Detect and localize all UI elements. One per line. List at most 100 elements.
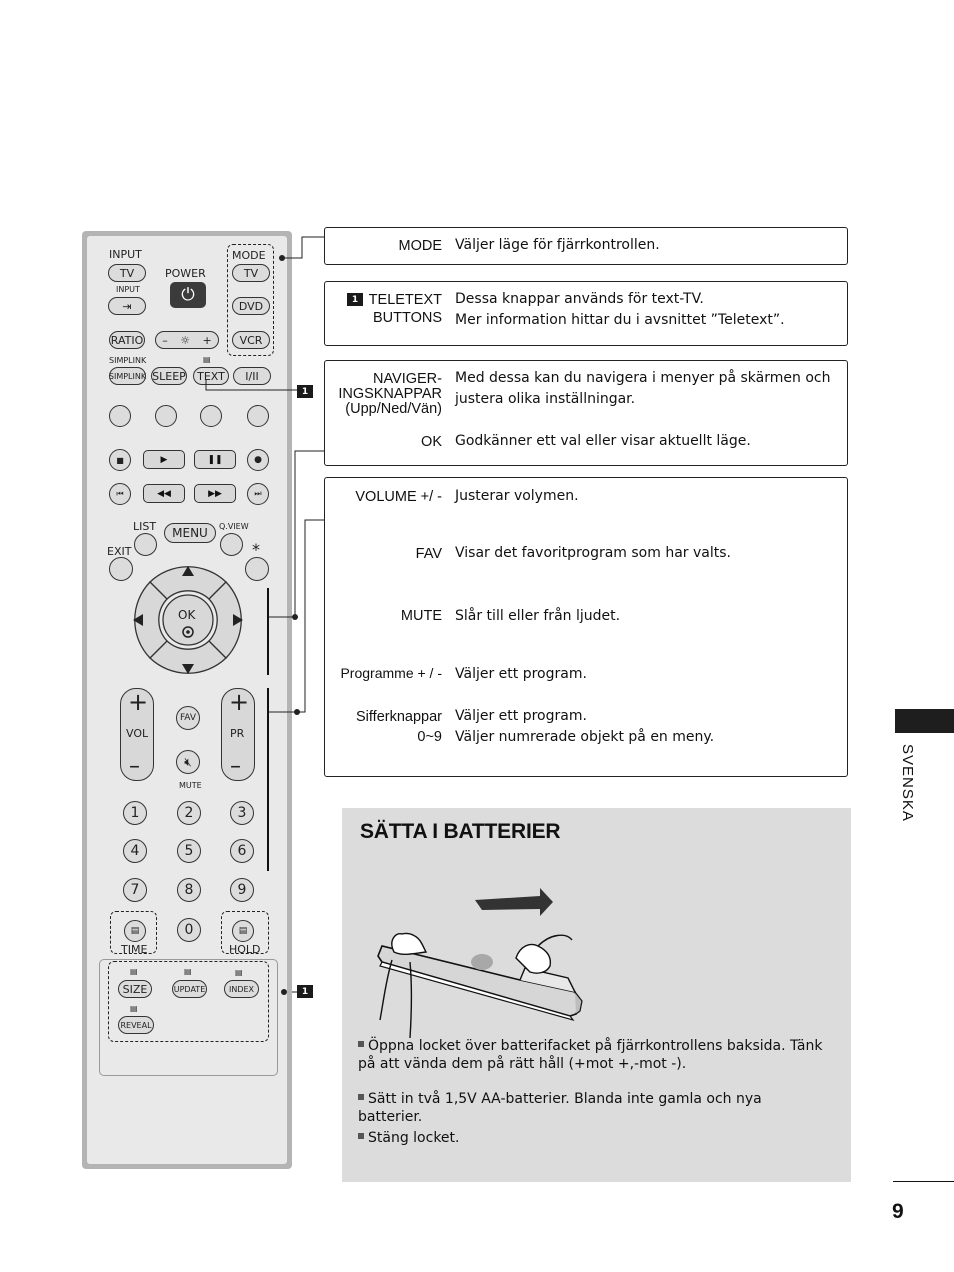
digit-1-button: 1 xyxy=(123,801,147,825)
stop-button: ■ xyxy=(109,449,131,471)
exit-button xyxy=(109,557,133,581)
fav-button: FAV xyxy=(176,706,200,730)
index-button: INDEX xyxy=(224,980,259,998)
star-button xyxy=(245,557,269,581)
time-icon: ▤ xyxy=(130,926,140,936)
pause-button: ❚❚ xyxy=(194,450,236,469)
digit-3-button: 3 xyxy=(230,801,254,825)
qview-label: Q.VIEW xyxy=(219,522,249,531)
size-icon: ▤ xyxy=(130,967,138,976)
volume-desc: Justerar volymen. xyxy=(455,488,579,504)
right-hand-icon xyxy=(515,943,552,974)
green-key xyxy=(155,405,177,427)
left-hand-icon xyxy=(391,932,428,955)
teletext-group-outline xyxy=(108,961,269,1042)
slide-arrow-icon xyxy=(475,888,553,916)
right-arrow-icon xyxy=(233,614,243,626)
battery-title: SÄTTA I BATTERIER xyxy=(360,820,561,843)
nav-left-button xyxy=(134,581,168,659)
teletext-marker: 1 xyxy=(297,385,313,398)
nav-bracket-line xyxy=(267,588,269,675)
mute-button: 🔇︎ xyxy=(176,750,200,774)
mute-key: MUTE xyxy=(400,608,442,624)
sleep-button: SLEEP xyxy=(151,367,187,385)
qview-button xyxy=(220,533,243,556)
language-label: SVENSKA xyxy=(899,744,916,822)
time-group-outline xyxy=(110,911,157,954)
battery-bullet-2: Sätt in två 1,5V AA-batterier. Blanda in… xyxy=(358,1091,762,1125)
update-button: UPDATE xyxy=(172,980,207,998)
nav-key-2: INGSKNAPPAR xyxy=(338,386,442,402)
digit-0-button: 0 xyxy=(177,918,201,942)
nav-key-3: (Upp/Ned/Vän) xyxy=(345,401,442,417)
mode-desc: Väljer läge för fjärrkontrollen. xyxy=(455,237,660,253)
teletext-desc-1: Dessa knappar används för text-TV. xyxy=(455,291,704,307)
fast-forward-button: ▶▶ xyxy=(194,484,236,503)
nav-right-button xyxy=(208,581,242,659)
mute-icon: 🔇︎ xyxy=(184,754,192,769)
power-button: ⏻ xyxy=(170,282,206,308)
mode-key: MODE xyxy=(398,238,443,254)
ratio-button: RATIO xyxy=(109,331,145,349)
hold-label: HOLD xyxy=(229,943,261,956)
mute-desc: Slår till eller från ljudet. xyxy=(455,608,621,624)
siffer-desc-2: Väljer numrerade objekt på en meny. xyxy=(455,729,715,745)
menu-button: MENU xyxy=(164,523,216,543)
nav-key-1: NAVIGER- xyxy=(372,371,442,387)
mode-box: MODE Väljer läge för fjärrkontrollen. xyxy=(324,227,848,265)
reveal-icon: ▤ xyxy=(130,1004,138,1013)
simplink-button: SIMPLINK xyxy=(109,367,146,385)
teletext-box: 1 TELETEXT BUTTONS Dessa knappar används… xyxy=(324,281,848,346)
siffer-desc-1: Väljer ett program. xyxy=(455,708,587,724)
programme-desc: Väljer ett program. xyxy=(455,666,587,682)
vol-plus: + xyxy=(128,688,149,716)
power-label: POWER xyxy=(165,267,206,280)
brightness-button: – ☼ + xyxy=(155,331,219,349)
exit-label: EXIT xyxy=(107,545,132,558)
i-ii-button: I/II xyxy=(233,367,271,385)
teletext-key-1: TELETEXT xyxy=(368,292,442,308)
text-button: TEXT xyxy=(193,367,229,385)
battery-cover-illustration xyxy=(377,888,583,1039)
digit-2-button: 2 xyxy=(177,801,201,825)
pr-label: PR xyxy=(230,727,245,740)
digit-9-button: 9 xyxy=(230,878,254,902)
fav-desc: Visar det favoritprogram som har valts. xyxy=(455,545,731,561)
next-button: ⏭ xyxy=(247,483,269,505)
navigation-box: NAVIGER- INGSKNAPPAR (Upp/Ned/Vän) Med d… xyxy=(324,360,848,466)
input-button: ⇥ xyxy=(108,297,146,315)
mode-vcr-button: VCR xyxy=(232,331,270,349)
vol-label: VOL xyxy=(126,727,149,740)
index-icon: ▤ xyxy=(235,968,243,977)
mode-tv-button: TV xyxy=(232,264,270,282)
teletext-box-marker: 1 xyxy=(347,293,363,306)
stop-icon: ■ xyxy=(116,455,124,465)
rewind-icon: ◀◀ xyxy=(157,488,171,499)
yellow-key xyxy=(200,405,222,427)
teletext-desc-2: Mer information hittar du i avsnittet ”T… xyxy=(455,312,785,328)
programme-rocker xyxy=(221,688,255,781)
record-button: ● xyxy=(247,449,269,471)
battery-section: SÄTTA I BATTERIER Öppna locket över batt… xyxy=(342,808,851,1182)
digit-6-button: 6 xyxy=(230,839,254,863)
simplink-logo: SIMPLINK xyxy=(109,356,147,365)
vol-bracket-line xyxy=(267,688,269,871)
volume-key: VOLUME +/ - xyxy=(355,489,442,505)
hold-icon: ▤ xyxy=(238,926,248,936)
input-label: INPUT xyxy=(109,248,142,261)
star-label: * xyxy=(252,540,260,559)
reveal-button: REVEAL xyxy=(118,1016,154,1034)
navigation-ring xyxy=(133,566,243,674)
play-icon: ▶ xyxy=(160,454,168,465)
list-button xyxy=(134,533,157,556)
battery-bullet-1: Öppna locket över batterifacket på fjärr… xyxy=(358,1038,823,1072)
down-arrow-icon xyxy=(182,664,194,674)
ok-key: OK xyxy=(421,434,442,450)
brightness-icon: ☼ xyxy=(180,333,191,347)
record-icon: ● xyxy=(254,455,262,465)
volume-rocker xyxy=(120,688,154,781)
next-icon: ⏭ xyxy=(254,489,262,498)
blue-key xyxy=(247,405,269,427)
hold-group-outline xyxy=(221,911,269,954)
